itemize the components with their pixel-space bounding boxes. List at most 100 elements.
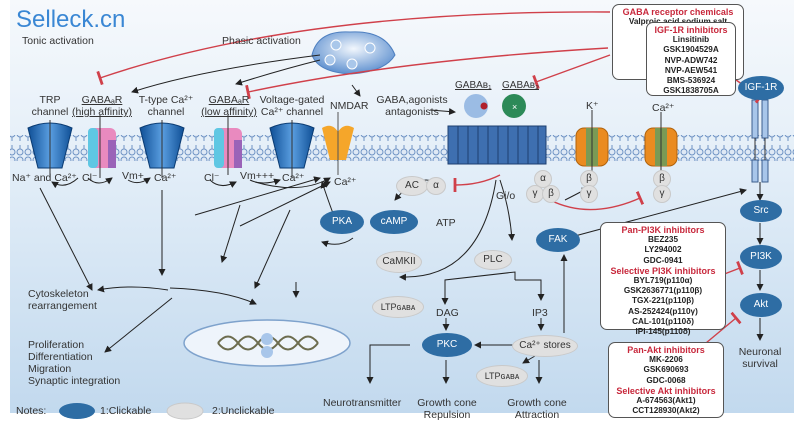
akt-inhibitor-item[interactable]: GSK690693	[643, 365, 689, 375]
pi3k-inhibitor-item[interactable]: GDC-0941	[643, 255, 683, 265]
akt-inhibitor-item[interactable]: MK-2206	[649, 355, 683, 365]
neuronal-survival-label-2: survival	[742, 358, 778, 370]
akt-node[interactable]: Akt	[740, 293, 782, 317]
legend-clickable-swatch	[59, 403, 95, 419]
camkii-node: CaMKII	[376, 251, 422, 273]
igf1r-inhibitor-item[interactable]: GSK1904529A	[663, 45, 719, 55]
ltp-gaba-node-2: LTPɢᴀʙᴀ	[476, 365, 528, 387]
ac-node: AC	[396, 176, 428, 196]
igf1r-inhibitor-item[interactable]: NVP-AEW541	[664, 65, 718, 75]
ca-top-label: Ca²⁺	[652, 102, 675, 114]
vgcc-label-2: Ca²⁺ channel	[260, 106, 324, 118]
gabaar-low-label-2: (low affinity)	[201, 106, 257, 118]
neurotransmitter-label: Neurotransmitter	[323, 397, 402, 409]
legend-unclickable-swatch	[166, 402, 204, 420]
t-type-label-2: channel	[147, 106, 185, 118]
ca-channel-icon	[644, 112, 678, 172]
trp-label: TRP	[39, 94, 61, 106]
igf1r-receptor-icon	[751, 99, 769, 183]
gaba-agonists-label-2: antagonists	[385, 106, 439, 118]
notes-label: Notes:	[16, 405, 47, 417]
akt-inhibitor-item[interactable]: CCT128930(Akt2)	[632, 406, 700, 416]
cytoskeleton-label: Cytoskeleton	[28, 288, 89, 300]
growth-cone-repulsion-label: Growth cone	[417, 397, 477, 409]
pi3k-inhibitor-item[interactable]: IPI-145(p110δ)	[635, 327, 691, 337]
gabaar-high-label-2: (high affinity)	[72, 106, 132, 118]
pi3k-inhibitors-box: Pan-PI3K inhibitors BEZ235 LY294002 GDC-…	[600, 222, 726, 336]
igf1r-inhibitor-item[interactable]: Linsitinib	[672, 35, 710, 45]
igf1r-inhibitors-title: IGF-1R inhibitors	[654, 25, 728, 35]
plc-node: PLC	[474, 250, 512, 270]
nmdar-icon	[322, 112, 354, 175]
growth-cone-repulsion-label-2: Repulsion	[423, 409, 471, 421]
igf1r-inhibitor-item[interactable]: BMS-536924	[666, 76, 716, 86]
neuronal-survival-label: Neuronal	[738, 346, 782, 358]
gabab1-label: GABAʙ₁	[455, 80, 492, 91]
tonic-activation-label: Tonic activation	[22, 35, 94, 47]
akt-inhibitors-box: Pan-Akt inhibitors MK-2206 GSK690693 GDC…	[608, 342, 724, 418]
pi3k-inhibitor-item[interactable]: GSK2636771(p110β)	[623, 286, 703, 296]
gabaar-low-label: GABAₐR	[208, 94, 250, 106]
ca-label-1: Ca²⁺	[154, 172, 177, 184]
growth-cone-attraction-label: Growth cone	[507, 397, 567, 409]
igf1r-node[interactable]: IGF-1R	[738, 76, 784, 100]
akt-inhibitor-item[interactable]: A-674563(Akt1)	[636, 396, 696, 406]
vgcc-label: Voltage-gated	[259, 94, 325, 106]
gaba-chem-item[interactable]: Valproic acid sodium salt	[628, 17, 727, 27]
pka-node[interactable]: PKA	[320, 210, 364, 234]
cl-label-2: Cl⁻	[204, 172, 220, 184]
akt-inhibitor-item[interactable]: GDC-0068	[646, 375, 686, 385]
nmdar-label: NMDAR	[330, 100, 369, 112]
pi3k-inhibitor-item[interactable]: BYL719(p110α)	[633, 276, 693, 286]
trp-channel-icon	[27, 120, 73, 178]
gabaar-high-label: GABAₐR	[81, 94, 123, 106]
pi3k-inhibitor-item[interactable]: AS-252424(p110γ)	[628, 306, 698, 316]
differentiation-label: Differentiation	[28, 351, 93, 363]
gaba-chemicals-title: GABA receptor chemicals	[622, 7, 734, 17]
gaba-agonists-label: GABA,agonists	[376, 94, 448, 106]
pi3k-inhibitor-item[interactable]: BEZ235	[647, 235, 679, 245]
k-channel-icon	[575, 110, 609, 172]
voltage-gated-channel-icon	[269, 120, 315, 178]
svg-text:×: ×	[512, 102, 517, 112]
fak-node[interactable]: FAK	[536, 228, 580, 252]
pi3k-node[interactable]: PI3K	[740, 245, 782, 269]
ca-label-2: Ca²⁺	[282, 172, 305, 184]
src-node[interactable]: Src	[740, 200, 782, 222]
gabaar-high-icon	[88, 115, 116, 178]
atp-label: ATP	[436, 217, 456, 229]
trp-label-2: channel	[31, 106, 69, 118]
gabab-receptor-icon: ×	[447, 94, 547, 165]
pi3k-inhibitor-item[interactable]: LY294002	[644, 245, 682, 255]
cl-label-1: Cl⁻	[82, 172, 98, 184]
pi3k-inhibitor-item[interactable]: TGX-221(p110β)	[632, 296, 694, 306]
selective-akt-title: Selective Akt inhibitors	[616, 385, 716, 396]
migration-label: Migration	[28, 363, 72, 375]
ltp-gaba-node-1: LTPɢᴀʙᴀ	[372, 296, 424, 318]
vesicle-icon	[311, 31, 396, 75]
phasic-activation-label: Phasic activation	[222, 35, 301, 47]
cytoskeleton-label-2: rearrangement	[28, 300, 97, 312]
gabab2-label: GABAʙ₂	[502, 80, 539, 91]
igf1r-inhibitor-item[interactable]: NVP-ADW742	[664, 55, 718, 65]
legend-clickable-label: 1:Clickable	[100, 405, 152, 417]
t-type-label: T-type Ca²⁺	[138, 94, 194, 106]
proliferation-label: Proliferation	[28, 339, 85, 351]
k-gamma-node: γ	[580, 185, 598, 203]
na-ca-label: Na⁺ and Ca²⁺	[12, 172, 77, 184]
selective-pi3k-title: Selective PI3K inhibitors	[610, 265, 716, 276]
pan-pi3k-title: Pan-PI3K inhibitors	[621, 225, 705, 235]
camp-node[interactable]: cAMP	[370, 210, 418, 234]
vm-label-2: Vm+++	[240, 170, 275, 182]
vm-label-1: Vm+	[122, 170, 144, 182]
igf1r-inhibitors-box: IGF-1R inhibitors Linsitinib GSK1904529A…	[646, 22, 736, 96]
g-beta-node: β	[542, 185, 560, 203]
pkc-node[interactable]: PKC	[422, 333, 472, 357]
logo[interactable]: Selleck.cn	[16, 6, 126, 33]
igf1r-inhibitor-item[interactable]: GSK1838705A	[663, 86, 719, 96]
growth-cone-attraction-label-2: Attraction	[514, 409, 560, 421]
ca-label-3: Ca²⁺	[334, 176, 357, 188]
synaptic-integration-label: Synaptic integration	[28, 375, 121, 387]
pi3k-inhibitor-item[interactable]: CAL-101(p110δ)	[632, 316, 694, 326]
